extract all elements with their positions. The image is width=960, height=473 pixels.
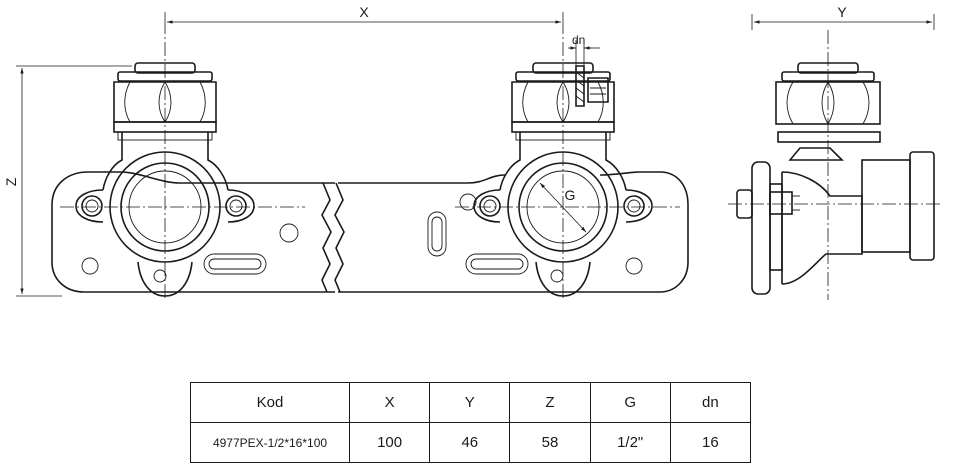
header-cell-kod: Kod [190,382,350,423]
front-view [51,20,689,300]
header-cell-g: G [589,382,671,423]
header-cell-x: X [348,382,431,423]
side-view [728,30,942,300]
dim-label-dn: dn [572,33,585,47]
header-cell-y: Y [429,382,511,423]
dimension-dn: dn [568,33,600,66]
dim-label-z: Z [3,177,19,186]
dimension-z: Z [3,65,132,297]
cell-x: 100 [348,422,431,463]
header-cell-z: Z [509,382,591,423]
table-header-row: Kod X Y Z G dn [190,382,752,423]
dimension-x: X [164,4,564,24]
dimension-y: Y [751,4,935,30]
spec-table: Kod X Y Z G dn 4977PEX-1/2*16*100 100 46… [190,382,752,463]
cell-g: 1/2" [589,422,671,463]
cell-z: 58 [509,422,591,463]
dim-label-x: X [359,4,369,20]
cell-kod: 4977PEX-1/2*16*100 [190,422,350,463]
cell-dn: 16 [669,422,752,463]
cell-y: 46 [429,422,511,463]
dimension-g: G [539,182,587,233]
dim-label-g: G [565,187,576,203]
header-cell-dn: dn [669,382,752,423]
table-row: 4977PEX-1/2*16*100 100 46 58 1/2" 16 [190,422,752,463]
dim-label-y: Y [837,4,847,20]
